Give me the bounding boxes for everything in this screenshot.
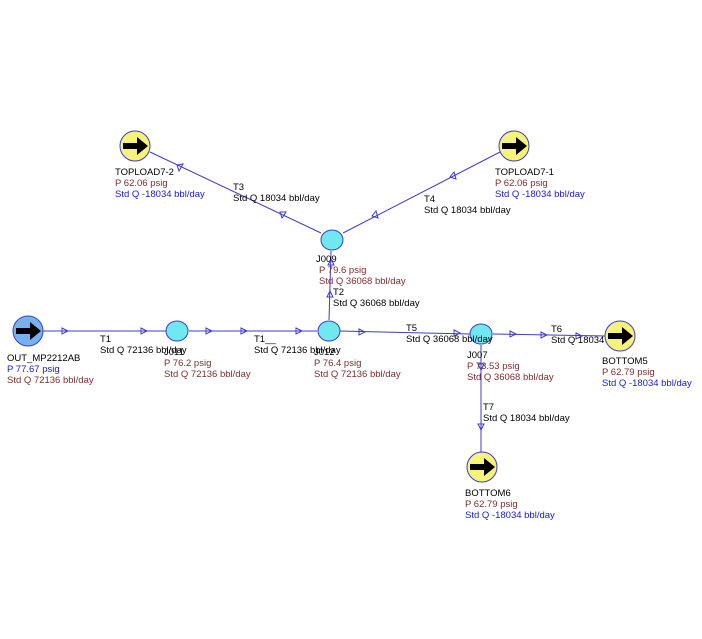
- pipe-flow: Std Q 18034 bbl/day: [233, 193, 320, 204]
- pipe-flow: Std Q 36068 bbl/day: [406, 334, 493, 345]
- pipe-name: T3: [233, 182, 244, 193]
- node-name: J009: [316, 254, 337, 265]
- pipe-flow: Std Q 18034 bbl/day: [483, 413, 570, 424]
- junction-j007[interactable]: [469, 323, 493, 345]
- node-flow: Std Q 72136 bbl/day: [314, 369, 401, 380]
- flow-arrow-icon: [295, 327, 304, 335]
- node-pressure: P 76.4 psig: [314, 358, 361, 369]
- flow-arrow-icon: [477, 363, 485, 372]
- pipe-name: T5: [406, 323, 417, 334]
- right-arrow-icon: [16, 322, 41, 340]
- flow-arrow-icon: [509, 330, 518, 338]
- node-flow: Std Q -18034 bbl/day: [495, 189, 585, 200]
- pipe-flow: Std Q 18034: [551, 335, 604, 346]
- flow-arrow-icon: [326, 289, 334, 298]
- flow-arrow-icon: [140, 327, 149, 335]
- pipe-t3[interactable]: [149, 151, 322, 234]
- flow-arrow-icon: [205, 327, 214, 335]
- pipe-t5[interactable]: [339, 330, 471, 335]
- junction-j012[interactable]: [317, 320, 341, 342]
- right-arrow-icon: [123, 137, 148, 155]
- flow-arrow-icon: [358, 328, 367, 336]
- node-flow: Std Q 72136 bbl/day: [7, 375, 94, 386]
- node-pressure: P 73.53 psig: [467, 361, 520, 372]
- flow-arrow-icon: [575, 332, 584, 340]
- node-name: BOTTOM5: [602, 356, 648, 367]
- sink-topload7-2[interactable]: [119, 130, 151, 162]
- right-arrow-icon: [502, 137, 527, 155]
- flow-arrow-icon: [327, 257, 335, 266]
- node-name: J007: [467, 350, 488, 361]
- pipe-flow: Std Q 72136 bbl/day: [100, 345, 187, 356]
- flow-arrows: [61, 163, 584, 432]
- node-flow: Std Q -18034 bbl/day: [602, 378, 692, 389]
- pipes: [42, 151, 607, 455]
- sink-bottom6[interactable]: [466, 451, 498, 483]
- flow-arrow-icon: [540, 331, 549, 339]
- flow-arrow-icon: [61, 327, 70, 335]
- sink-bottom5[interactable]: [604, 320, 636, 352]
- node-flow: Std Q -18034 bbl/day: [465, 510, 555, 521]
- node-pressure: P 77.67 psig: [7, 364, 60, 375]
- node-name: J011: [164, 347, 184, 358]
- node-flow: Std Q 36068 bbl/day: [467, 372, 554, 383]
- node-flow: Std Q 72136 bbl/day: [164, 369, 251, 380]
- node-pressure: P 62.79 psig: [465, 499, 518, 510]
- pipe-labels: T1 Std Q 72136 bbl/day T1__ Std Q 72136 …: [100, 182, 604, 424]
- node-labels: TOPLOAD7-2 P 62.06 psig Std Q -18034 bbl…: [7, 167, 692, 521]
- pipe-name: T1: [100, 334, 111, 345]
- junction-j011[interactable]: [165, 320, 189, 342]
- pipe-name: T7: [483, 402, 494, 413]
- node-flow: Std Q 36068 bbl/day: [319, 276, 406, 287]
- pipe-flow: Std Q 18034 bbl/day: [424, 205, 511, 216]
- flow-arrow-icon: [279, 211, 287, 220]
- node-name: OUT_MP2212AB: [7, 353, 80, 364]
- flow-arrow-icon: [453, 329, 462, 337]
- flow-arrow-icon: [176, 163, 184, 173]
- node-pressure: P 62.79 psig: [602, 367, 655, 378]
- node-pressure: P 62.06 psig: [115, 178, 168, 189]
- node-pressure: P 62.06 psig: [495, 178, 548, 189]
- sink-topload7-1[interactable]: [498, 130, 530, 162]
- right-arrow-icon: [608, 327, 633, 345]
- pipe-name: T1__: [254, 334, 276, 345]
- right-arrow-icon: [470, 458, 495, 476]
- junctions: [165, 229, 493, 345]
- pipe-flow: Std Q 36068 bbl/day: [333, 298, 420, 309]
- flow-arrow-icon: [449, 170, 457, 180]
- flow-arrow-icon: [477, 423, 485, 432]
- source-out-mp2212ab[interactable]: [12, 315, 44, 347]
- pipe-t4[interactable]: [342, 151, 501, 234]
- node-name: J012: [314, 347, 335, 358]
- pipe-name: T2: [333, 287, 344, 298]
- junction-j009[interactable]: [320, 229, 344, 251]
- node-flow: Std Q -18034 bbl/day: [115, 189, 205, 200]
- flow-arrow-icon: [240, 327, 249, 335]
- pipe-name: T6: [551, 324, 562, 335]
- pipe-t6[interactable]: [492, 333, 607, 337]
- pipe-name: T4: [424, 194, 435, 205]
- node-name: TOPLOAD7-1: [495, 167, 554, 178]
- pipe-t2[interactable]: [328, 250, 332, 321]
- flow-arrow-icon: [371, 209, 379, 219]
- node-pressure: P 76.2 psig: [164, 358, 211, 369]
- node-name: TOPLOAD7-2: [115, 167, 174, 178]
- node-pressure: P 79.6 psig: [319, 265, 366, 276]
- pipe-flow: Std Q 72136 bbl/day: [254, 345, 341, 356]
- node-name: BOTTOM6: [465, 488, 511, 499]
